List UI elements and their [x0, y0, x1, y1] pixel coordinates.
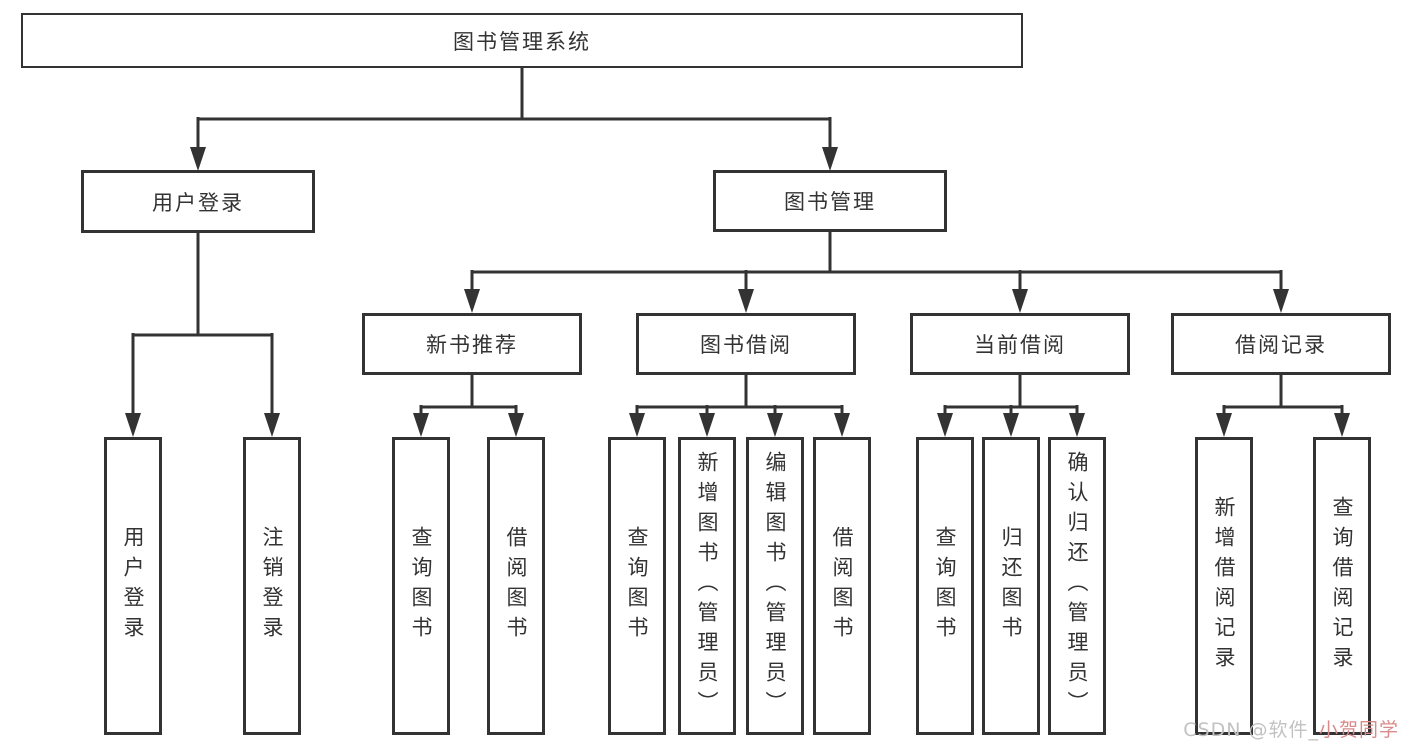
node-user-login: 用户登录	[81, 170, 315, 233]
node-borrowing-records: 借阅记录	[1171, 313, 1391, 375]
leaf-user-login: 用户登录	[104, 437, 162, 735]
leaf-borrow-books: 借阅图书	[813, 437, 871, 735]
leaf-borrow-books-recommend: 借阅图书	[487, 437, 545, 735]
leaf-query-books-borrow: 查询图书	[608, 437, 666, 735]
leaf-query-books-current: 查询图书	[916, 437, 974, 735]
leaf-edit-books-admin: 编辑图书（管理员）	[746, 437, 804, 735]
leaf-logout: 注销登录	[243, 437, 301, 735]
node-book-borrowing: 图书借阅	[636, 313, 856, 375]
csdn-watermark-prefix: CSDN @软件_	[1183, 719, 1319, 741]
leaf-query-books-recommend: 查询图书	[392, 437, 450, 735]
node-current-borrowing: 当前借阅	[910, 313, 1130, 375]
leaf-return-books: 归还图书	[982, 437, 1040, 735]
csdn-watermark: CSDN @软件_小贺同学	[1183, 715, 1399, 742]
leaf-add-borrow-record: 新增借阅记录	[1195, 437, 1253, 735]
node-new-book-recommendation: 新书推荐	[362, 313, 582, 375]
leaf-query-borrow-record: 查询借阅记录	[1313, 437, 1371, 735]
leaf-confirm-return-admin: 确认归还（管理员）	[1048, 437, 1106, 735]
leaf-add-books-admin: 新增图书（管理员）	[678, 437, 736, 735]
node-book-management: 图书管理	[713, 170, 947, 232]
node-library-management-system: 图书管理系统	[21, 13, 1023, 68]
csdn-watermark-suffix: 小贺同学	[1318, 719, 1399, 741]
